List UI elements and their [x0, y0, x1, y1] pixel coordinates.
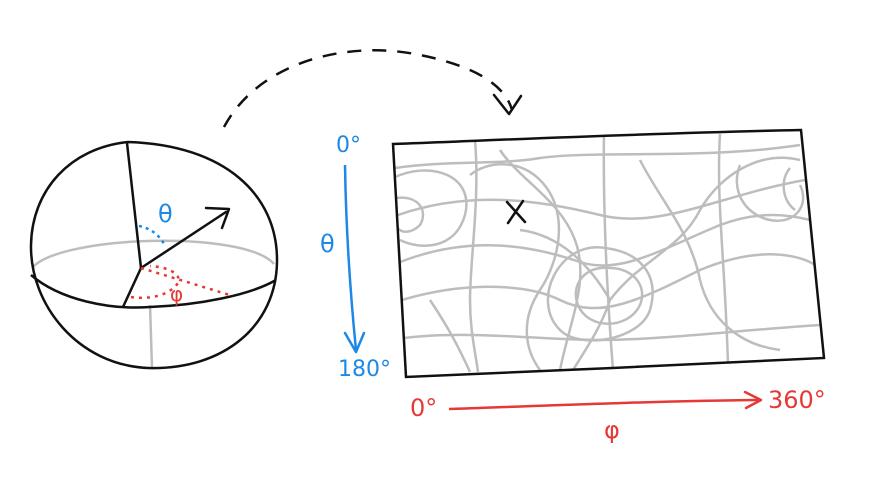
sphere-meridian — [148, 304, 154, 369]
sphere-azimuth-line — [121, 267, 143, 308]
sphere-polar-axis — [125, 142, 143, 269]
phi-axis-label: φ — [604, 416, 620, 444]
map-panel — [391, 128, 826, 379]
theta-axis-end-label: 180° — [338, 357, 391, 382]
sphere-equator-back — [31, 239, 275, 269]
sphere-phi-label: φ — [170, 282, 183, 306]
phi-axis-end-label: 360° — [768, 386, 826, 414]
phi-axis-start-label: 0° — [410, 394, 437, 422]
theta-axis: 0° θ 180° — [320, 133, 391, 382]
mapping-arrow — [222, 49, 523, 128]
phi-axis-arrowhead — [743, 390, 763, 410]
phi-axis: 0° 360° φ — [410, 386, 826, 444]
sphere-theta-label: θ — [158, 200, 173, 228]
sphere: θ φ — [29, 140, 279, 370]
map-grid-lines — [393, 131, 821, 376]
mapping-arrow-curve — [222, 49, 514, 128]
theta-axis-label: θ — [320, 230, 335, 258]
phi-axis-line — [448, 398, 761, 411]
theta-axis-arrowhead — [343, 331, 366, 354]
theta-axis-line — [343, 164, 358, 351]
sphere-vector-arrow — [139, 206, 231, 270]
mapping-arrowhead — [492, 93, 523, 116]
map-marker-cross — [505, 199, 527, 225]
theta-arc — [138, 224, 167, 247]
phi-dotted-lines — [130, 264, 234, 300]
sphere-outline — [29, 140, 279, 370]
map-marker — [505, 199, 527, 225]
sphere-equator-front — [30, 274, 277, 309]
map-border — [391, 128, 826, 379]
theta-axis-start-label: 0° — [336, 133, 361, 158]
